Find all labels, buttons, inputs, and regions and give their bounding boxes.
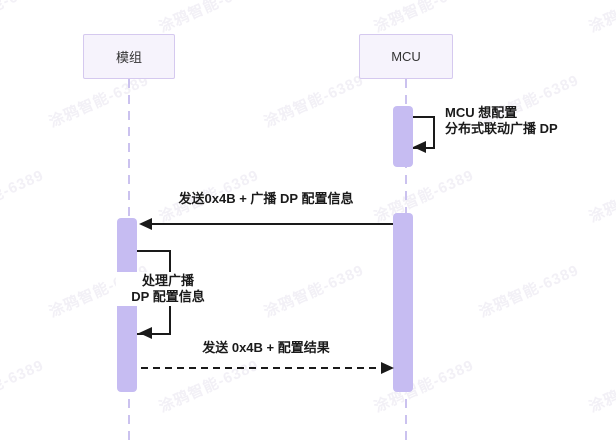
arrow-head-icon <box>381 362 394 374</box>
activation-bar-mcu-2 <box>393 213 413 392</box>
participant-module-box: 模组 <box>83 34 175 79</box>
arrow-head-icon <box>413 141 426 153</box>
participant-mcu-box: MCU <box>359 34 453 79</box>
watermark-text: 涂鸦智能-6389 <box>0 166 47 227</box>
self-message-label-module: 处理广播 DP 配置信息 <box>116 272 220 306</box>
participant-module-label: 模组 <box>115 50 142 65</box>
watermark-text: 涂鸦智能-6389 <box>371 0 477 37</box>
activation-bar-mcu-1 <box>393 106 413 167</box>
watermark-text: 涂鸦智能-6389 <box>156 356 262 417</box>
self-message-label-module-line1: 处理广播 <box>141 273 194 288</box>
self-message-label-mcu-line1: MCU 想配置 <box>445 105 518 120</box>
watermark-text: 涂鸦智能-6389 <box>261 71 367 132</box>
message-arrow-send-config <box>141 223 393 225</box>
watermark-text: 涂鸦智能-6389 <box>0 356 47 417</box>
arrow-head-icon <box>139 218 152 230</box>
watermark-text: 涂鸦智能-6389 <box>586 0 616 37</box>
message-arrow-send-result <box>141 367 381 369</box>
watermark-text: 涂鸦智能-6389 <box>586 166 616 227</box>
self-message-label-mcu-line2: 分布式联动广播 DP <box>445 121 558 136</box>
self-message-label-mcu: MCU 想配置 分布式联动广播 DP <box>445 105 558 137</box>
self-message-label-module-line2: DP 配置信息 <box>131 289 205 304</box>
message-label-send-config: 发送0x4B + 广播 DP 配置信息 <box>178 191 354 206</box>
message-label-send-result: 发送 0x4B + 配置结果 <box>202 340 330 355</box>
watermark-text: 涂鸦智能-6389 <box>476 261 582 322</box>
watermark-text: 涂鸦智能-6389 <box>156 0 262 37</box>
watermark-text: 涂鸦智能-6389 <box>0 0 47 37</box>
watermark-text: 涂鸦智能-6389 <box>261 261 367 322</box>
watermark-text: 涂鸦智能-6389 <box>586 356 616 417</box>
arrow-head-icon <box>139 327 152 339</box>
participant-mcu-label: MCU <box>391 49 421 64</box>
